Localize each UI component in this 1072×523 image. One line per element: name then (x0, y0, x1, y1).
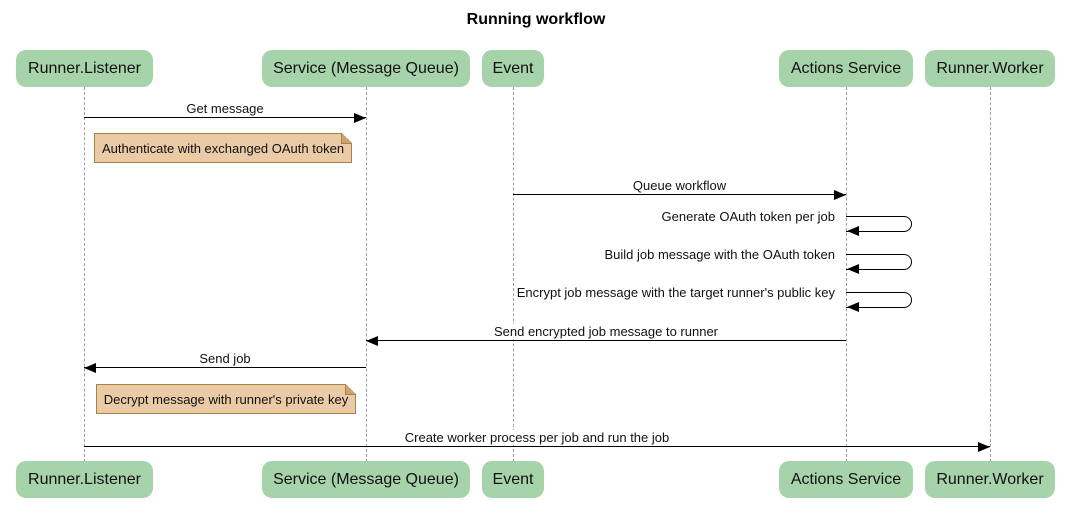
diagram-title: Running workflow (466, 11, 606, 28)
self-loop (846, 216, 912, 232)
arrowhead-left-icon (84, 363, 96, 373)
actor-label: Service (Message Queue) (273, 59, 459, 77)
message-line-get-message (84, 117, 366, 118)
note-fold-icon (341, 133, 352, 144)
note-label: Decrypt message with runner's private ke… (103, 391, 349, 407)
actor-label: Event (492, 59, 534, 77)
note-decrypt: Decrypt message with runner's private ke… (96, 384, 356, 414)
actor-label: Runner.Worker (936, 59, 1044, 77)
lifeline-runner-worker (990, 87, 991, 462)
arrowhead-left-icon (847, 226, 859, 236)
actor-bottom-service-message-queue: Service (Message Queue) (262, 461, 470, 498)
message-label-create-worker: Create worker process per job and run th… (84, 430, 990, 445)
actor-label: Runner.Listener (28, 59, 141, 77)
note-label: Authenticate with exchanged OAuth token (101, 140, 345, 156)
actor-top-runner-listener: Runner.Listener (16, 50, 153, 87)
actor-bottom-event: Event (482, 461, 544, 498)
actor-label: Actions Service (790, 59, 902, 77)
actor-bottom-runner-listener: Runner.Listener (16, 461, 153, 498)
actor-label: Runner.Worker (936, 470, 1044, 488)
actor-top-service-message-queue: Service (Message Queue) (262, 50, 470, 87)
actor-label: Service (Message Queue) (273, 470, 459, 488)
message-line-queue-workflow (513, 194, 846, 195)
actor-top-actions-service: Actions Service (779, 50, 913, 87)
message-label-encrypt-job-message: Encrypt job message with the target runn… (480, 285, 838, 300)
arrowhead-right-icon (354, 113, 366, 123)
message-label-queue-workflow: Queue workflow (513, 178, 846, 193)
message-label-send-job: Send job (84, 351, 366, 366)
actor-bottom-runner-worker: Runner.Worker (925, 461, 1055, 498)
actor-label: Runner.Listener (28, 470, 141, 488)
arrowhead-right-icon (978, 442, 990, 452)
arrowhead-left-icon (847, 264, 859, 274)
lifeline-service-message-queue (366, 87, 367, 462)
note-authenticate: Authenticate with exchanged OAuth token (94, 133, 352, 163)
note-fold-icon (345, 384, 356, 395)
message-line-send-job (84, 367, 366, 368)
message-label-build-job-message: Build job message with the OAuth token (480, 247, 838, 262)
message-line-send-encrypted (366, 340, 846, 341)
actor-label: Event (492, 470, 534, 488)
self-loop (846, 254, 912, 270)
arrowhead-right-icon (834, 190, 846, 200)
actor-label: Actions Service (790, 470, 902, 488)
message-label-send-encrypted: Send encrypted job message to runner (366, 324, 846, 339)
arrowhead-left-icon (847, 302, 859, 312)
lifeline-event (513, 87, 514, 462)
actor-bottom-actions-service: Actions Service (779, 461, 913, 498)
message-label-generate-oauth: Generate OAuth token per job (480, 209, 838, 224)
actor-top-runner-worker: Runner.Worker (925, 50, 1055, 87)
self-loop (846, 292, 912, 308)
lifeline-runner-listener (84, 87, 85, 462)
message-line-create-worker (84, 446, 990, 447)
lifeline-actions-service (846, 87, 847, 462)
arrowhead-left-icon (366, 336, 378, 346)
actor-top-event: Event (482, 50, 544, 87)
message-label-get-message: Get message (84, 101, 366, 116)
